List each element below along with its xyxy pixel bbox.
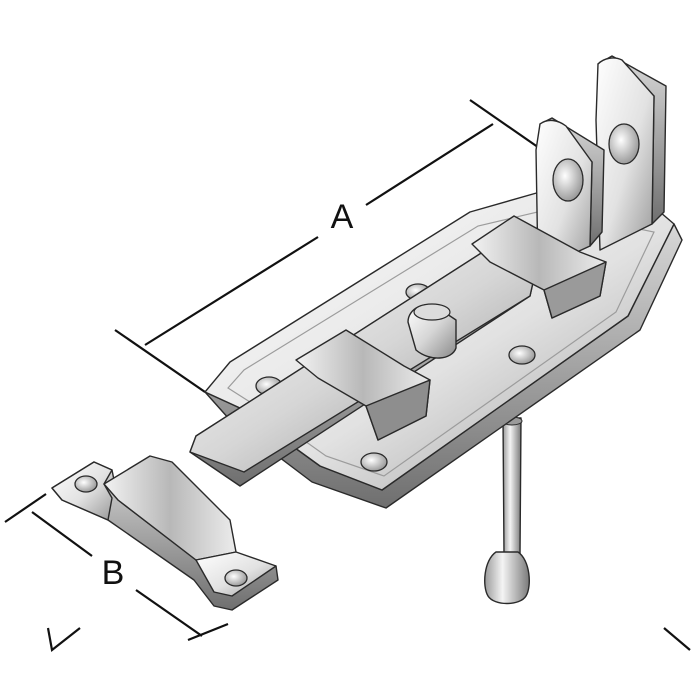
keeper-staple xyxy=(51,455,279,611)
corner-mark-right xyxy=(663,627,691,651)
dimension-b-line-left xyxy=(31,511,93,557)
dimension-a-extension-left xyxy=(114,329,206,393)
dimension-a-line-upper xyxy=(365,123,494,206)
dimension-b-extension-left xyxy=(4,493,47,523)
dimension-a-extension-right xyxy=(469,99,546,153)
dimension-b-line-right xyxy=(135,589,203,637)
flange-hole xyxy=(552,158,584,202)
flange-hole xyxy=(608,123,640,165)
dimension-a-line-lower xyxy=(144,236,319,346)
keeper-hole xyxy=(74,475,98,493)
dimension-b-extension-right xyxy=(187,622,229,642)
bolt-handle xyxy=(484,416,530,605)
dimension-b: B xyxy=(4,493,229,642)
dimension-a: A xyxy=(114,99,546,393)
dimension-b-label: B xyxy=(102,554,125,592)
corner-mark-left xyxy=(46,627,81,652)
screw-hole xyxy=(508,345,536,365)
end-flange xyxy=(535,55,667,271)
bolt-guide-front xyxy=(295,329,431,441)
screw-hole xyxy=(360,452,388,472)
bolt-guide-rear xyxy=(471,215,607,319)
dimension-a-label: A xyxy=(331,198,354,236)
keeper-hole xyxy=(224,569,248,587)
